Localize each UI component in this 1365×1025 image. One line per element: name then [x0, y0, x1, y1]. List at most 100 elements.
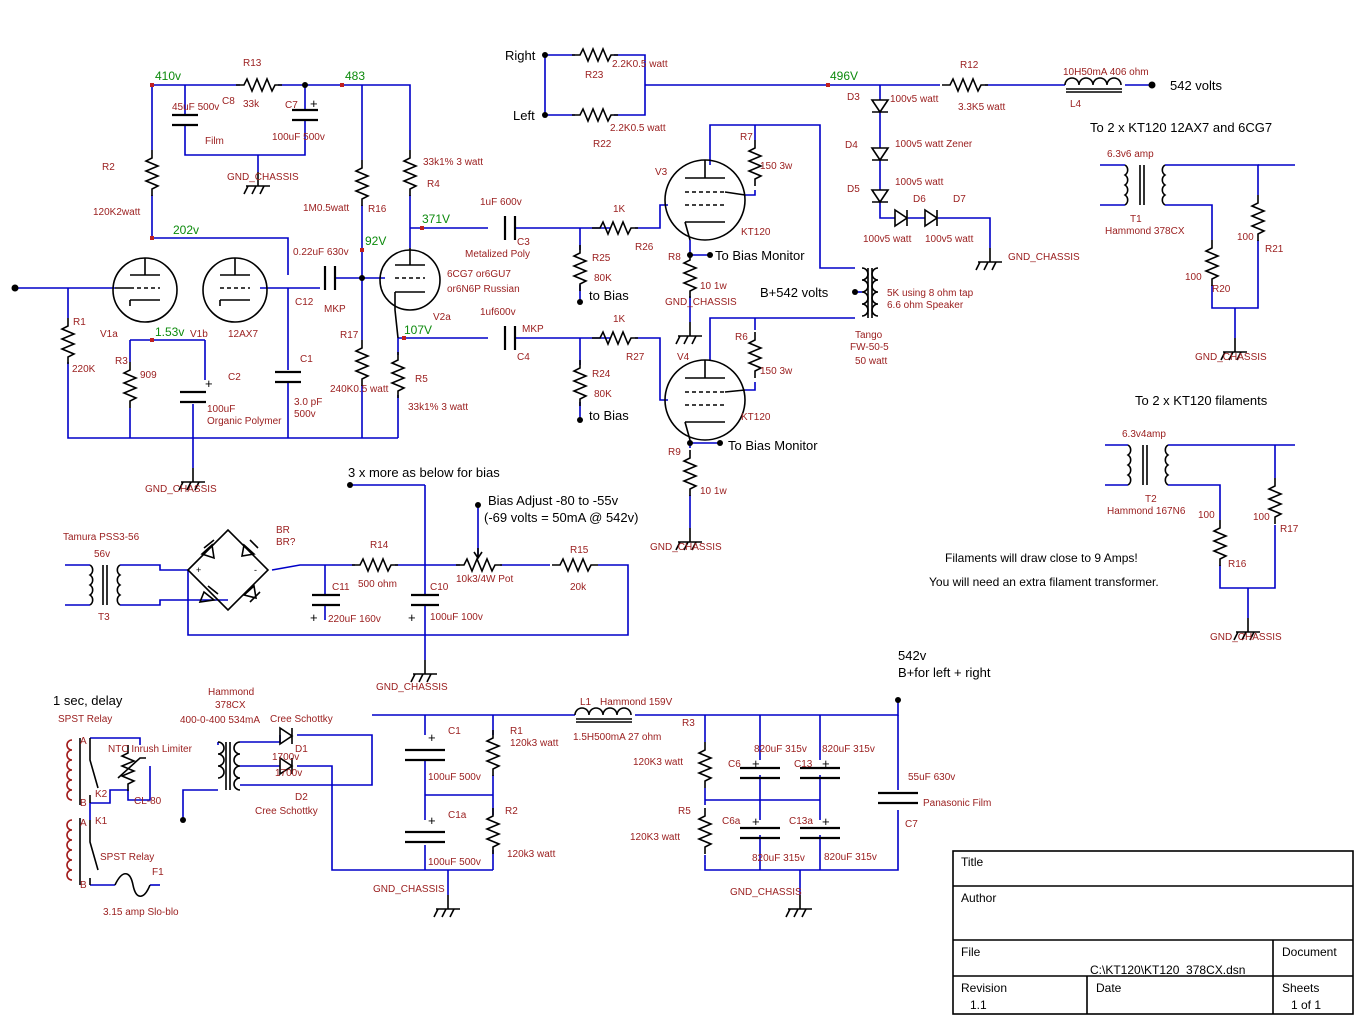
values-t3-v-text: 56v [94, 549, 110, 560]
values-c3-type-text: Metalized Poly [465, 249, 530, 260]
date-label: Date [1096, 981, 1122, 995]
values-r7-text: 150 3w [760, 161, 793, 172]
revision-value: 1.1 [970, 998, 987, 1012]
refs-d6-text: D6 [913, 194, 926, 205]
values-r17b-text: 100 [1253, 512, 1270, 523]
values-r1b-text: 120k3 watt [510, 738, 559, 749]
values-tango1-text: Tango [855, 330, 883, 341]
refs-pin-a2-text: A [80, 818, 87, 829]
nets-fil-note1-text: Filaments will draw close to 9 Amps! [945, 551, 1138, 565]
label-text: + [752, 814, 760, 829]
r2-symbol [145, 149, 159, 197]
refs-r22-text: R22 [593, 139, 612, 150]
values-cl80-text: CL-80 [134, 796, 162, 807]
values-d3-text: 100v5 watt [890, 94, 939, 105]
r12-symbol [941, 78, 989, 92]
ref-designators: R13 R2 R1 R3 R16 R17 R4 R5 R23 R22 R12 L… [73, 58, 1299, 891]
refs-r5b-text: R5 [678, 806, 691, 817]
values-r4-text: 33k1% 3 watt [423, 157, 483, 168]
refs-r8-text: R8 [668, 252, 681, 263]
values-r26-text: 1K [613, 204, 626, 215]
label-text: + [822, 756, 830, 771]
values-out-xfmr-text: 5K using 8 ohm tap [887, 288, 974, 299]
sheets-value: 1 of 1 [1291, 998, 1321, 1012]
values-c6-text: 820uF 315v [754, 744, 807, 755]
nets-bplus-lr-text: B+for left + right [898, 665, 991, 680]
refs-c2-text: C2 [228, 372, 241, 383]
values-r17-text: 240K0.5 watt [330, 384, 389, 395]
r9-symbol [683, 449, 697, 497]
voltages-v371-text: 371V [422, 212, 450, 226]
nets-bias-mon1-text: To Bias Monitor [715, 248, 805, 263]
values-c12-type-text: MKP [324, 304, 346, 315]
refs-r7-text: R7 [740, 132, 753, 143]
component-values: 33k 120K2watt 220K 909 1M0.5watt 240K0.5… [58, 59, 1270, 918]
values-d5-text: 100v5 watt [895, 177, 944, 188]
label-text: + [408, 610, 416, 625]
values-c2-type-text: Organic Polymer [207, 416, 282, 427]
nets-delay-text: 1 sec, delay [53, 693, 123, 708]
author-label: Author [961, 891, 996, 905]
main-transformer [217, 741, 241, 791]
voltages-v410-text: 410v [155, 69, 181, 83]
refs-c1-text: C1 [300, 354, 313, 365]
values-out-xfmr2-text: 6.6 ohm Speaker [887, 300, 964, 311]
voltages-v107-text: 107V [404, 323, 432, 337]
values-c7-text: 100uF 500v [272, 132, 325, 143]
relay-coils [66, 739, 73, 881]
values-d7-text: 100v5 watt [925, 234, 974, 245]
r15-symbol [551, 558, 599, 572]
values-t1-rating-text: 6.3v6 amp [1107, 149, 1154, 160]
values-r23-text: 2.2K0.5 watt [612, 59, 668, 70]
values-v2a-2-text: or6N6P Russian [447, 284, 520, 295]
r16-symbol [355, 159, 369, 207]
refs-c7-text: C7 [285, 100, 298, 111]
values-r5-text: 33k1% 3 watt [408, 402, 468, 413]
nets-gnd-text: GND_CHASSIS [1210, 632, 1282, 643]
values-r3b-text: 120K3 watt [633, 757, 683, 768]
refs-c13a-text: C13a [789, 816, 813, 827]
refs-d5-text: D5 [847, 184, 860, 195]
output-transformer [861, 267, 879, 318]
values-c4-text: 1uf600v [480, 307, 516, 318]
t1-transformer [1123, 164, 1167, 206]
r17-symbol [355, 339, 369, 387]
nets-gnd-text: GND_CHASSIS [1008, 252, 1080, 263]
refs-r9-text: R9 [668, 447, 681, 458]
refs-r13-text: R13 [243, 58, 262, 69]
values-relay2-text: SPST Relay [100, 852, 154, 863]
r20-symbol [1205, 239, 1219, 287]
nets-bias-note-text: (-69 volts = 50mA @ 542v) [484, 510, 638, 525]
r1b-symbol [486, 729, 500, 777]
values-xfmr-main2-text: 378CX [215, 700, 246, 711]
refs-t1-text: T1 [1130, 214, 1142, 225]
refs-r16-text: R16 [368, 204, 387, 215]
nets-bias-adj-text: Bias Adjust -80 to -55v [488, 493, 619, 508]
nets-b542v-text: 542v [898, 648, 927, 663]
refs-c8-text: C8 [222, 96, 235, 107]
document-label: Document [1282, 945, 1337, 959]
title-block: Title Author File C:\KT120\KT120_378CX.d… [952, 850, 1354, 1015]
values-xfmr-main3-text: 400-0-400 534mA [180, 715, 260, 726]
nets-b542-text: 542 volts [1170, 78, 1223, 93]
refs-c7b-text: C7 [905, 819, 918, 830]
label-text: + [428, 730, 436, 745]
values-r20-text: 100 [1185, 272, 1202, 283]
r26-symbol [591, 221, 639, 235]
nets-bias-mon2-text: To Bias Monitor [728, 438, 818, 453]
values-r16b-text: 100 [1198, 510, 1215, 521]
bridge-rectifier [186, 528, 270, 612]
nets-gnd-text: GND_CHASSIS [665, 297, 737, 308]
voltages-v153-text: 1.53v [155, 325, 184, 339]
r5-symbol [391, 351, 405, 399]
v3-tube [664, 159, 746, 241]
nets-gnd-text: GND_CHASSIS [373, 884, 445, 895]
refs-c4-text: C4 [517, 352, 530, 363]
refs-d1-text: D1 [295, 744, 308, 755]
refs-l1-text: L1 [580, 697, 592, 708]
r8-symbol [683, 251, 697, 299]
values-relay1-text: SPST Relay [58, 714, 112, 725]
nets-gnd-text: GND_CHASSIS [730, 887, 802, 898]
nets-gnd-text: GND_CHASSIS [650, 542, 722, 553]
refs-k1-text: K1 [95, 816, 108, 827]
